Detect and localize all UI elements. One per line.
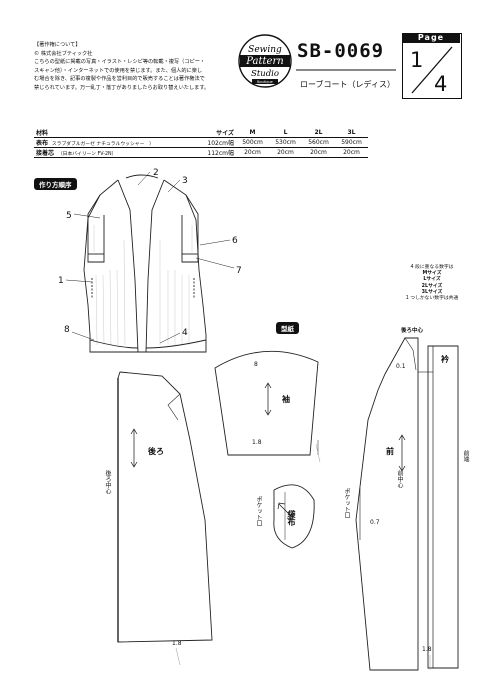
front-pocket-mouth-label: ポケット口 <box>343 488 350 518</box>
pattern-code: SB-0069 <box>297 40 385 62</box>
table-header: M <box>236 128 269 138</box>
copyright-line: スキャン他）・インターネットでの使用を禁じます。また、個人的に楽し <box>34 67 203 74</box>
front-center-label: 前中心 <box>396 470 403 488</box>
step-number: 7 <box>236 266 242 276</box>
page-label: Page <box>402 33 460 43</box>
table-header: サイズ <box>195 128 236 138</box>
sleeve-piece-outline <box>214 350 319 456</box>
piece-label-front: 前 <box>386 446 394 456</box>
table-cell: 表布 スラブダブルガーゼ ナチュラルウッシャー ） <box>34 137 196 148</box>
piece-label-collar: 衿 <box>441 354 449 364</box>
back-hem-dimension: 1.8 <box>172 640 182 647</box>
copyright-line: む場合を除き、記事の複製や作品を営利目的で販売することは著作権法で <box>34 76 205 83</box>
table-cell: 590cm <box>335 137 368 148</box>
sleeve-dimension: 8 <box>254 361 258 368</box>
step-number: 6 <box>232 236 238 246</box>
step-number: 1 <box>58 276 64 286</box>
piece-label-sleeve: 袖 <box>281 394 290 404</box>
front-margin-dimension: 0.1 <box>396 363 406 370</box>
step-number: 4 <box>182 328 188 338</box>
front-piece-outline <box>355 337 419 671</box>
svg-text:Pattern: Pattern <box>245 56 283 67</box>
notes-line: Lサイズ <box>423 277 441 283</box>
table-header: 2L <box>302 128 335 138</box>
materials-table: 材料 サイズ M L 2L 3L 表布 スラブダブルガーゼ ナチュラルウッシャー… <box>34 128 368 158</box>
table-cell: 530cm <box>269 137 302 148</box>
sleeve-hem-dimension: 1.8 <box>252 439 262 446</box>
title-divider <box>296 69 396 71</box>
back-center-top-label: 後ろ中心 <box>401 326 424 334</box>
step-number: 3 <box>182 176 188 186</box>
step-number: 5 <box>66 211 72 221</box>
table-header: 材料 <box>34 128 196 138</box>
pattern-subtitle: ローブコート（レディス） <box>300 80 395 89</box>
table-cell: 560cm <box>302 137 335 148</box>
table-cell: 20cm <box>335 147 368 158</box>
page-total: 4 <box>434 72 448 96</box>
collar-piece-outline <box>427 345 459 669</box>
table-header: 3L <box>335 128 368 138</box>
notes-line: 3Lサイズ <box>421 289 443 295</box>
table-row: 接着芯 （日本バイリーン FV-2N） 112cm幅 20cm 20cm 20c… <box>34 147 368 158</box>
copyright-line: こちらの型紙に掲載の写真・イラスト・レシピ等の転載・複写（コピー・ <box>34 59 206 66</box>
copyright-line: © 株式会社ブティック社 <box>34 50 93 57</box>
svg-text:Boutique: Boutique <box>257 80 273 84</box>
notes-line: 2Lサイズ <box>421 283 443 289</box>
copyright-notice: 【著作権について】 © 株式会社ブティック社 こちらの型紙に掲載の写真・イラスト… <box>34 41 234 93</box>
notes-line: 1 つしかない数字は共通 <box>405 296 459 302</box>
construction-order-label: 作り方順序 <box>34 178 77 190</box>
page-number: 1 <box>410 48 424 72</box>
pattern-pieces-label: 型紙 <box>276 322 299 334</box>
table-row: 表布 スラブダブルガーゼ ナチュラルウッシャー ） 102cm幅 500cm 5… <box>34 137 368 148</box>
brand-logo: Sewing Pattern Studio Boutique <box>238 34 292 88</box>
svg-text:Sewing: Sewing <box>248 45 282 55</box>
svg-text:Studio: Studio <box>251 69 279 79</box>
pocket-piece-label: 袋布 <box>287 510 296 526</box>
copyright-line: 禁じられています。万一乱丁・落丁がありましたらお取り替えいたします。 <box>34 84 210 91</box>
pocket-mouth-label: ポケット口 <box>255 496 262 526</box>
front-edge-label: 前端 <box>462 450 469 462</box>
copyright-line: 【著作権について】 <box>34 42 81 48</box>
table-cell: 500cm <box>236 137 269 148</box>
table-header-row: 材料 サイズ M L 2L 3L <box>34 128 368 138</box>
back-piece-outline <box>117 371 213 643</box>
table-header: L <box>269 128 302 138</box>
table-cell: 112cm幅 <box>195 147 236 158</box>
front-hem-dimension: 1.8 <box>422 646 432 653</box>
table-cell: 20cm <box>302 147 335 158</box>
page-slash <box>411 46 453 94</box>
front-pocket-dimension: 0.7 <box>370 519 380 526</box>
table-cell: 102cm幅 <box>195 137 236 148</box>
back-center-label: 後ろ中心 <box>104 470 111 494</box>
notes-line: Mサイズ <box>422 271 442 277</box>
step-number: 2 <box>153 168 159 178</box>
table-cell: 接着芯 （日本バイリーン FV-2N） <box>34 147 196 158</box>
notes-line: 4 段に重なる数字は <box>410 265 454 270</box>
piece-label-back: 後ろ <box>148 446 164 456</box>
step-number: 8 <box>64 325 70 335</box>
size-notes: 4 段に重なる数字は Mサイズ Lサイズ 2Lサイズ 3Lサイズ 1 つしかない… <box>398 265 466 302</box>
table-cell: 20cm <box>269 147 302 158</box>
pocket-piece-outline <box>273 484 315 549</box>
table-cell: 20cm <box>236 147 269 158</box>
